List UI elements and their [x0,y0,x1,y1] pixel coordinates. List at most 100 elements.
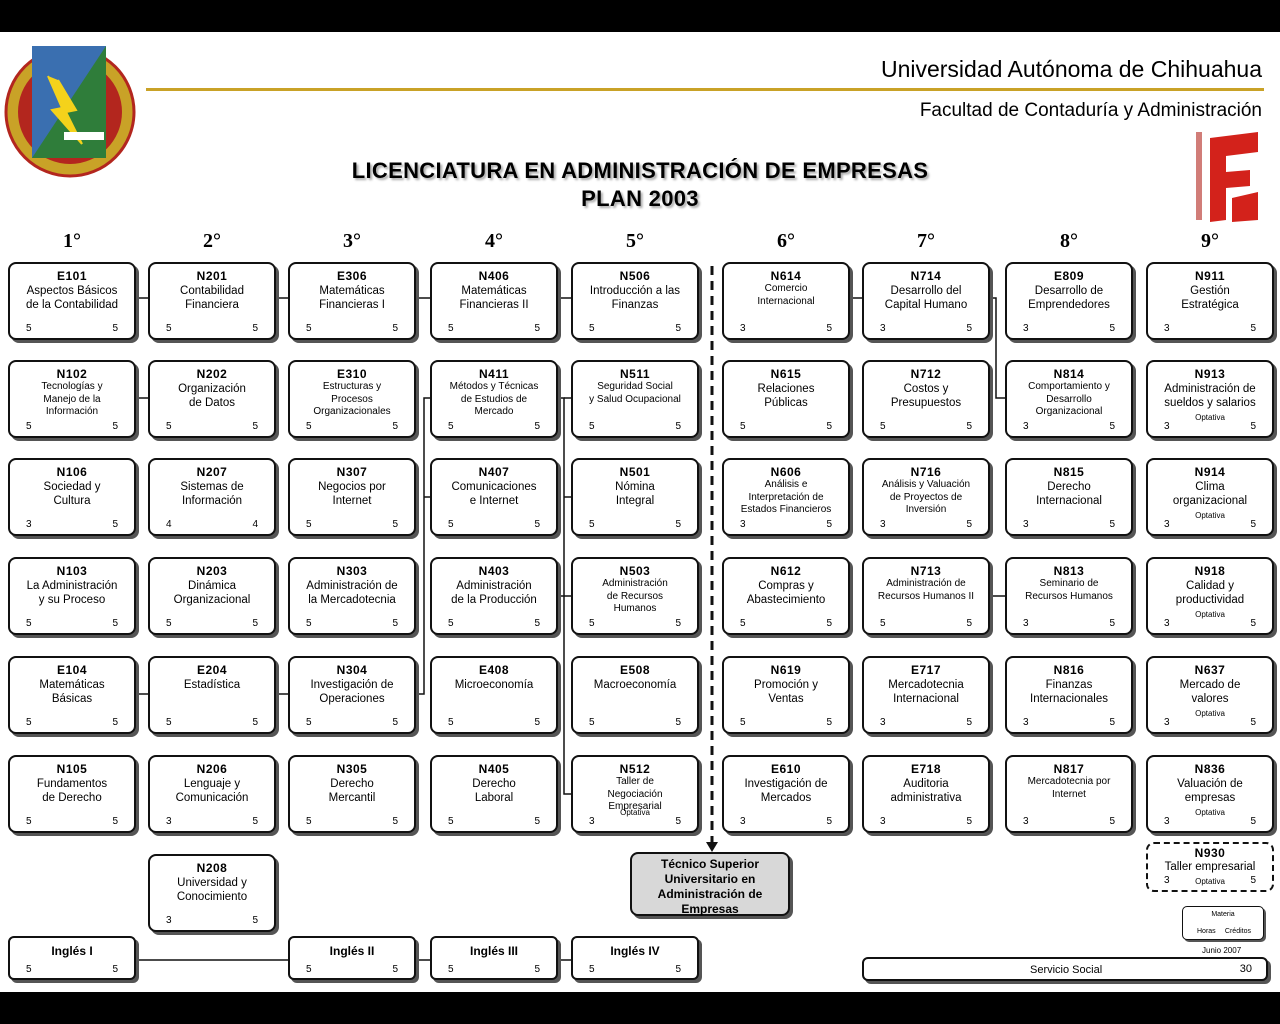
course-credits: 5 [826,323,832,334]
course-name: Dinámica Organizacional [173,580,251,606]
course-name: Análisis y Valuación de Proyectos de Inv… [881,479,971,515]
course-name: Auditoria administrativa [890,778,962,804]
course-hours: 3 [1164,618,1170,629]
course-code: N203 [196,564,228,578]
course-credits: 5 [675,816,681,827]
course-name: Calidad y productividad [1175,580,1245,606]
course-credits: 5 [252,816,258,827]
course-credits: 5 [826,421,832,432]
program-title: LICENCIATURA EN ADMINISTRACIÓN DE EMPRES… [351,158,929,183]
english-hours: 5 [306,964,312,975]
course-code: N207 [196,465,228,479]
legend-title: Materia [1211,911,1235,918]
course-hours: 3 [589,816,595,827]
course-code: N930 [1194,846,1226,860]
course-credits: 5 [1109,816,1115,827]
course-name: Relaciones Públicas [757,383,815,409]
course-credits: 5 [534,618,540,629]
course-credits: 5 [392,618,398,629]
course-hours: 5 [26,323,32,334]
semester-header-4: 4° [485,230,503,252]
course-hours: 3 [740,519,746,530]
course-hours: 5 [589,421,595,432]
course-code: N307 [336,465,368,479]
faculty-name: Facultad de Contaduría y Administración [919,100,1262,121]
course-hours: 3 [880,816,886,827]
course-code: E718 [910,762,942,776]
course-credits: 5 [826,618,832,629]
english-credits: 5 [675,964,681,975]
course-code: N836 [1194,762,1226,776]
semester-header-3: 3° [343,230,361,252]
semester-header-2: 2° [203,230,221,252]
course-credits: 5 [675,717,681,728]
course-code: N606 [770,465,802,479]
course-credits: 5 [112,618,118,629]
course-name: Comportamiento y Desarrollo Organizacion… [1028,381,1110,417]
course-code: N501 [619,465,651,479]
course-name: Compras y Abastecimiento [746,580,826,606]
course-hours: 5 [306,519,312,530]
course-credits: 5 [1109,421,1115,432]
course-credits: 5 [252,421,258,432]
course-code: N303 [336,564,368,578]
course-credits: 5 [826,519,832,530]
course-name: Aspectos Básicos de la Contabilidad [25,285,119,311]
course-code: N305 [336,762,368,776]
course-name: Investigación de Mercados [744,778,828,804]
plan-date: Junio 2007 [1202,946,1242,955]
course-name: Desarrollo de Emprendedores [1028,285,1110,311]
course-code: E204 [196,663,228,677]
course-hours: 3 [1164,875,1170,886]
course-credits: 5 [1250,618,1256,629]
english-name: Inglés II [329,944,375,958]
course-hours: 3 [740,323,746,334]
english-name: Inglés I [51,944,93,958]
course-name: Negocios por Internet [318,481,386,507]
course-credits: 5 [966,421,972,432]
course-name: Matemáticas Financieras I [319,285,385,311]
course-credits: 5 [112,421,118,432]
course-code: E610 [770,762,802,776]
tecnico-superior-box: Técnico Superior Universitario en Admini… [630,852,790,916]
course-hours: 5 [166,421,172,432]
course-credits: 5 [534,323,540,334]
course-hours: 5 [740,421,746,432]
course-credits: 5 [966,519,972,530]
course-name: Taller de Negociación Empresarial [607,776,663,812]
course-hours: 5 [589,323,595,334]
course-hours: 3 [1023,618,1029,629]
course-code: N814 [1053,367,1085,381]
course-credits: 5 [534,421,540,432]
course-name: Fundamentos de Derecho [36,778,108,804]
course-code: N511 [619,367,651,381]
course-code: N411 [478,367,510,381]
course-credits: 5 [966,816,972,827]
course-name: Macroeconomía [593,679,677,691]
course-hours: 3 [166,915,172,926]
optativa-label: Optativa [1195,610,1225,619]
course-name: Administración de Recursos Humanos [602,578,668,614]
course-credits: 5 [1250,717,1256,728]
course-code: E310 [336,367,368,381]
course-name: La Administración y su Proceso [26,580,118,606]
course-name: Microeconomía [454,679,534,691]
course-code: N815 [1053,465,1085,479]
course-name: Tecnologías y Manejo de la Información [41,381,103,417]
